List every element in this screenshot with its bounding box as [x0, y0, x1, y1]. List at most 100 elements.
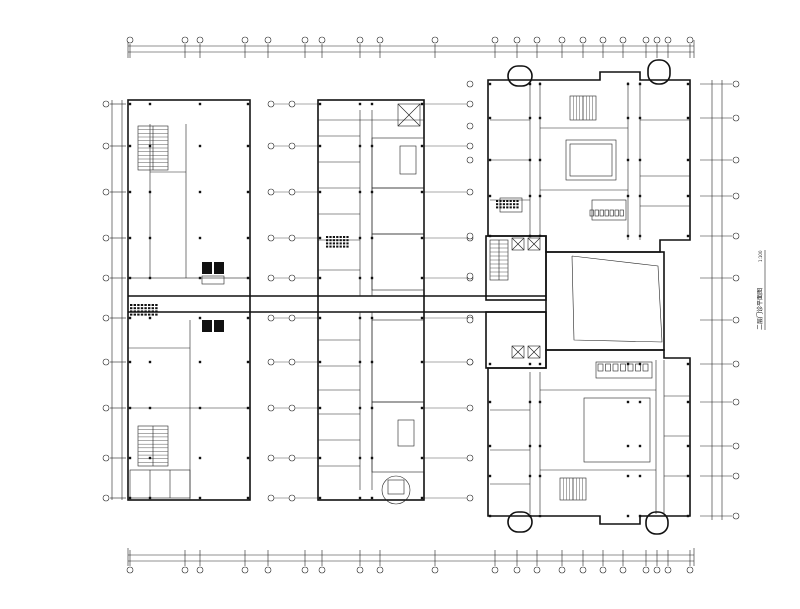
axis-bubble — [356, 566, 364, 574]
axis-bubble — [267, 494, 275, 502]
axis-bubble — [466, 188, 474, 196]
axis-bubble — [288, 274, 296, 282]
left-dimension-line — [111, 100, 123, 500]
axis-bubble — [642, 36, 650, 44]
right-dimension-line — [711, 80, 723, 520]
axis-bubble — [318, 36, 326, 44]
axis-bubble — [102, 454, 110, 462]
right-wing — [485, 59, 691, 535]
axis-bubble — [267, 358, 275, 366]
axis-bubble — [732, 316, 740, 324]
left-wing — [127, 99, 251, 501]
axis-bubble — [732, 274, 740, 282]
axis-bubble — [102, 100, 110, 108]
axis-bubble — [102, 404, 110, 412]
top-axis-bubbles — [126, 36, 694, 58]
drawing-scale: 1:100 — [758, 250, 763, 262]
axis-bubble — [732, 442, 740, 450]
axis-bubble — [267, 234, 275, 242]
axis-bubble — [267, 404, 275, 412]
axis-bubble — [288, 404, 296, 412]
drawing-title: 二层门诊平面图 — [756, 288, 764, 330]
axis-bubble — [579, 36, 587, 44]
axis-bubble — [267, 100, 275, 108]
axis-bubble — [126, 36, 134, 44]
axis-bubble — [491, 36, 499, 44]
axis-bubble — [466, 494, 474, 502]
axis-bubble — [288, 314, 296, 322]
axis-bubble — [288, 142, 296, 150]
axis-bubble — [241, 36, 249, 44]
axis-bubble — [579, 566, 587, 574]
axis-bubble — [267, 188, 275, 196]
axis-bubble — [732, 156, 740, 164]
axis-bubble — [732, 114, 740, 122]
axis-bubble — [288, 234, 296, 242]
axis-bubble — [301, 36, 309, 44]
inner-axis-bubbles — [267, 80, 474, 502]
axis-bubble — [288, 494, 296, 502]
axis-bubble — [466, 272, 474, 280]
axis-bubble — [619, 566, 627, 574]
axis-bubble — [732, 398, 740, 406]
axis-bubble — [466, 122, 474, 130]
axis-bubble — [288, 100, 296, 108]
left-axis-bubbles — [102, 100, 126, 502]
axis-bubble — [102, 274, 110, 282]
axis-bubble — [102, 142, 110, 150]
axis-bubble — [466, 404, 474, 412]
axis-bubble — [686, 36, 694, 44]
axis-bubble — [267, 274, 275, 282]
axis-bubble — [376, 36, 384, 44]
drawing-title-block: 二层门诊平面图 1:100 — [756, 250, 766, 330]
axis-bubble — [533, 36, 541, 44]
axis-bubble — [102, 188, 110, 196]
bottom-axis-bubbles — [126, 550, 694, 574]
axis-bubble — [653, 566, 661, 574]
axis-bubble — [267, 314, 275, 322]
axis-bubble — [466, 142, 474, 150]
axis-bubble — [288, 358, 296, 366]
axis-bubble — [466, 358, 474, 366]
axis-bubble — [599, 36, 607, 44]
axis-bubble — [264, 36, 272, 44]
axis-bubble — [102, 358, 110, 366]
axis-bubble — [664, 36, 672, 44]
axis-bubble — [267, 454, 275, 462]
axis-bubble — [181, 566, 189, 574]
axis-bubble — [196, 36, 204, 44]
axis-bubble — [466, 100, 474, 108]
axis-bubble — [466, 156, 474, 164]
axis-bubble — [653, 36, 661, 44]
axis-bubble — [619, 36, 627, 44]
right-axis-bubbles — [700, 80, 740, 520]
axis-bubble — [732, 232, 740, 240]
axis-bubble — [513, 36, 521, 44]
axis-bubble — [196, 566, 204, 574]
top-dimension-chain — [127, 40, 695, 58]
axis-bubble — [513, 566, 521, 574]
axis-bubble — [241, 566, 249, 574]
axis-bubble — [732, 80, 740, 88]
axis-bubble — [288, 188, 296, 196]
axis-bubble — [102, 314, 110, 322]
axis-bubble — [301, 566, 309, 574]
middle-wing — [250, 99, 546, 505]
axis-bubble — [599, 566, 607, 574]
axis-bubble — [288, 454, 296, 462]
axis-bubble — [732, 360, 740, 368]
axis-bubble — [466, 80, 474, 88]
axis-bubble — [466, 316, 474, 324]
axis-bubble — [102, 234, 110, 242]
axis-bubble — [732, 192, 740, 200]
axis-bubble — [181, 36, 189, 44]
axis-bubble — [491, 566, 499, 574]
axis-bubble — [664, 566, 672, 574]
axis-bubble — [686, 566, 694, 574]
axis-bubble — [126, 566, 134, 574]
axis-bubble — [356, 36, 364, 44]
structural-columns — [128, 82, 690, 518]
axis-bubble — [431, 36, 439, 44]
axis-bubble — [732, 472, 740, 480]
axis-bubble — [642, 566, 650, 574]
